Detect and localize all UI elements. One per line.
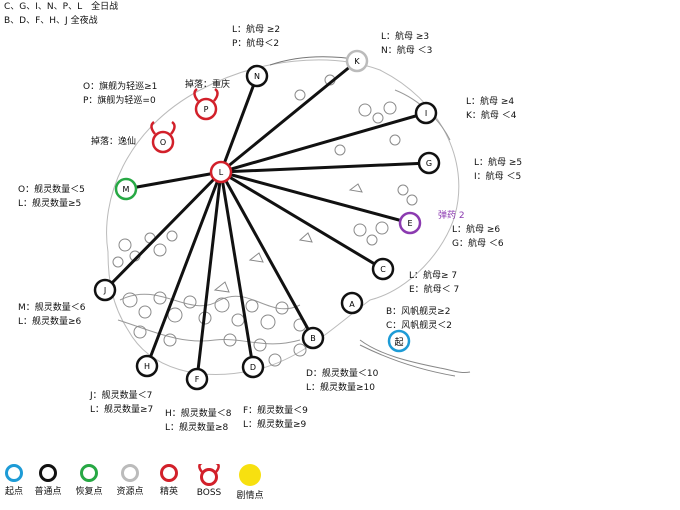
route-M-cond-2: L：舰灵数量≥5: [18, 199, 82, 209]
svg-text:I: I: [425, 109, 427, 118]
route-D-cond-1: F：舰灵数量＜9: [243, 406, 308, 416]
day-battle-note: C、G、I、N、P、L 全日战: [4, 2, 119, 12]
legend-elite: 精英: [144, 464, 194, 497]
legend-boss: BOSS: [184, 464, 234, 498]
node-J[interactable]: J: [93, 278, 117, 302]
route-I-cond-1: L：航母 ≥4: [466, 97, 515, 107]
route-L-cond-2: P：旗舰为轻巡=0: [83, 96, 156, 106]
elite-point-icon: [160, 464, 178, 482]
svg-text:F: F: [195, 375, 200, 384]
route-A-cond-2: C：风帆舰灵＜2: [386, 321, 453, 331]
route-M-cond-1: O：舰灵数量＜5: [18, 185, 85, 195]
node-P-drop: 掉落：重庆: [185, 80, 231, 90]
svg-text:C: C: [380, 265, 386, 274]
node-O[interactable]: O: [150, 120, 176, 154]
node-H[interactable]: H: [135, 354, 159, 378]
svg-text:L: L: [219, 168, 224, 177]
node-start[interactable]: 起: [387, 329, 411, 353]
svg-text:B: B: [310, 334, 316, 343]
story-point-icon: [239, 464, 261, 486]
route-J-cond-2: L：舰灵数量≥6: [18, 317, 82, 327]
repair-point-icon: [80, 464, 98, 482]
route-D-cond-2: L：舰灵数量≥9: [243, 420, 307, 430]
svg-text:N: N: [254, 72, 260, 81]
node-N[interactable]: N: [245, 64, 269, 88]
node-G[interactable]: G: [417, 151, 441, 175]
svg-text:A: A: [349, 300, 355, 309]
route-N-cond-2: P：航母＜2: [232, 39, 280, 49]
route-B-cond-2: L：舰灵数量≥10: [306, 383, 376, 393]
node-K[interactable]: K: [345, 49, 369, 73]
route-J-cond-1: M：舰灵数量＜6: [18, 303, 86, 313]
route-G-cond-2: I：航母 ＜5: [474, 172, 522, 182]
route-I-cond-2: K：航母 ＜4: [466, 111, 517, 121]
route-F-cond-2: L：舰灵数量≥8: [165, 423, 229, 433]
route-H-cond-1: J：舰灵数量＜7: [90, 391, 153, 401]
node-I[interactable]: I: [414, 101, 438, 125]
node-E-ammo: 弹药 2: [438, 211, 465, 221]
resource-point-icon: [121, 464, 139, 482]
svg-text:M: M: [123, 185, 130, 194]
sketch-flowers: [112, 74, 418, 367]
svg-text:E: E: [407, 219, 412, 228]
route-K-cond-1: L：航母 ≥3: [381, 32, 430, 42]
route-F-cond-1: H：舰灵数量＜8: [165, 409, 232, 419]
node-O-drop: 掉落：逸仙: [91, 137, 137, 147]
route-N-cond-1: L：航母 ≥2: [232, 25, 281, 35]
route-B-cond-1: D：舰灵数量＜10: [306, 369, 379, 379]
svg-text:P: P: [204, 105, 209, 114]
route-L-cond-1: O：旗舰为轻巡≥1: [83, 82, 158, 92]
node-E[interactable]: E: [398, 211, 422, 235]
route-G-cond-1: L：航母 ≥5: [474, 158, 523, 168]
node-B[interactable]: B: [301, 326, 325, 350]
night-battle-note: B、D、F、H、J 全夜战: [4, 16, 98, 26]
route-C-cond-2: E：航母＜ 7: [409, 285, 460, 295]
start-point-icon: [5, 464, 23, 482]
boss-horns-icon: [150, 120, 176, 135]
svg-text:O: O: [160, 138, 166, 147]
route-K-cond-2: N：航母 ＜3: [381, 46, 433, 56]
legend-normal: 普通点: [23, 464, 73, 497]
node-M[interactable]: M: [114, 177, 138, 201]
node-A[interactable]: A: [340, 291, 364, 315]
legend-story: 剧情点: [225, 464, 275, 501]
svg-text:D: D: [250, 363, 256, 372]
node-L[interactable]: L: [209, 160, 233, 184]
legend-repair: 恢复点: [64, 464, 114, 497]
route-lines: [103, 59, 431, 381]
svg-text:起: 起: [394, 337, 403, 348]
route-A-cond-1: B：风帆舰灵≥2: [386, 307, 451, 317]
svg-text:K: K: [354, 57, 360, 66]
node-P[interactable]: P: [193, 87, 219, 121]
svg-text:G: G: [426, 159, 432, 168]
node-F[interactable]: F: [185, 367, 209, 391]
route-H-cond-2: L：舰灵数量≥7: [90, 405, 154, 415]
svg-text:J: J: [103, 286, 106, 295]
svg-text:H: H: [144, 362, 150, 371]
node-C[interactable]: C: [371, 257, 395, 281]
boss-point-icon: [198, 464, 220, 486]
boss-horns-icon: [193, 87, 219, 102]
legend-start: 起点: [0, 464, 39, 497]
route-E-cond-2: G：航母 ＜6: [452, 239, 504, 249]
legend-resource: 资源点: [105, 464, 155, 497]
normal-point-icon: [39, 464, 57, 482]
route-E-cond-1: L：航母 ≥6: [452, 225, 501, 235]
node-D[interactable]: D: [241, 355, 265, 379]
route-C-cond-1: L：航母≥ 7: [409, 271, 458, 281]
